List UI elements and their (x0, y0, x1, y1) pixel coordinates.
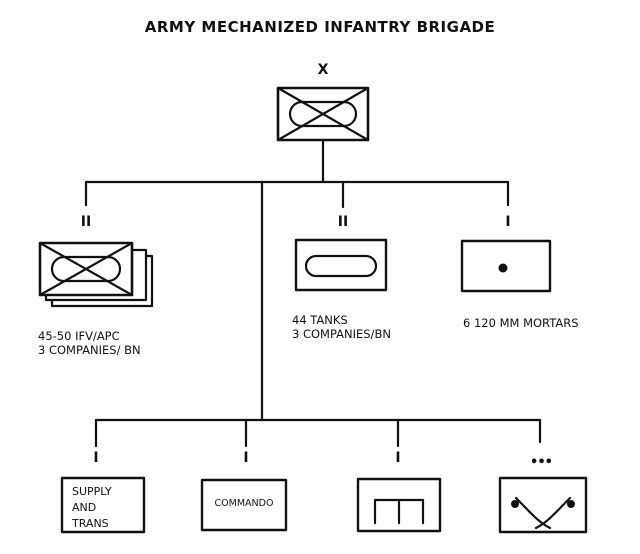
mortar-line-1: 6 120 MM MORTARS (463, 316, 579, 330)
signal-symbol (498, 476, 588, 534)
supply-echelon: I (93, 450, 99, 466)
armor-battalion-symbol (294, 238, 388, 292)
supply-label-line-2: AND (72, 501, 97, 514)
armor-battalion-line-2: 3 COMPANIES/BN (292, 327, 391, 341)
mech-battalion-line-2: 3 COMPANIES/ BN (38, 343, 141, 357)
mech-infantry-battalion-symbol (38, 241, 154, 308)
brigade-echelon: X (317, 62, 329, 78)
supply-label-line-3: TRANS (72, 517, 109, 530)
engineer-symbol (356, 477, 442, 533)
commando-label: COMMANDO (214, 498, 274, 509)
mech-battalion-line-1: 45-50 IFV/APC (38, 329, 120, 343)
mortar-unit-symbol (460, 239, 552, 293)
mech-battalion-echelon: II (80, 214, 92, 230)
mortar-echelon: I (505, 214, 511, 230)
connector-lines (84, 138, 542, 448)
supply-label-line-1: SUPPLY (72, 485, 112, 498)
brigade-symbol (276, 86, 370, 142)
supply-transport-symbol (60, 476, 146, 534)
chart-title: ARMY MECHANIZED INFANTRY BRIGADE (144, 18, 496, 36)
signal-echelon: ••• (530, 455, 553, 470)
commando-echelon: I (243, 450, 249, 466)
engineer-echelon: I (395, 450, 401, 466)
armor-battalion-line-1: 44 TANKS (292, 313, 348, 327)
armor-battalion-echelon: II (337, 214, 349, 230)
commando-symbol (200, 478, 288, 532)
